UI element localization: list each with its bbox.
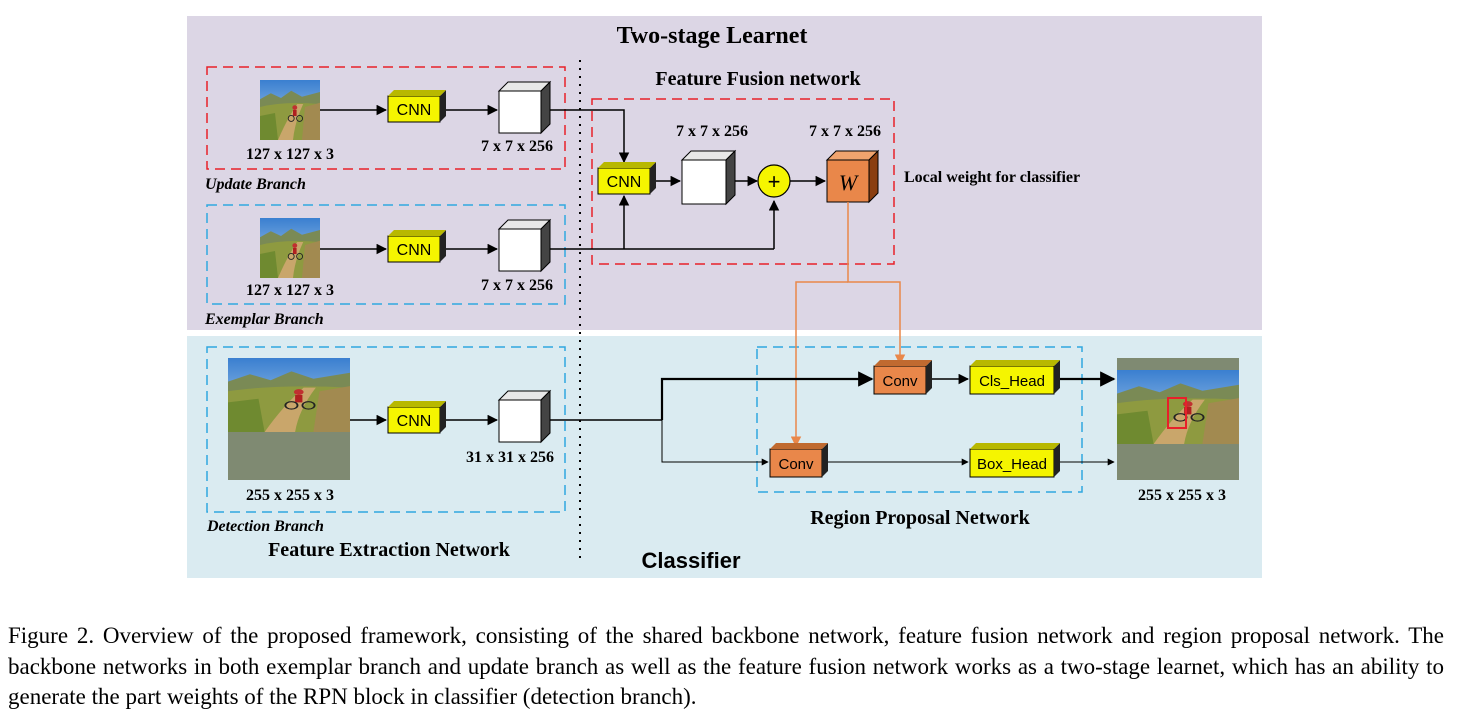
- output-size: 255 x 255 x 3: [1138, 487, 1226, 504]
- exemplar-input-photo: [259, 217, 321, 279]
- fusion-feature-size-a: 7 x 7 x 256: [676, 123, 748, 140]
- svg-text:Box_Head: Box_Head: [977, 456, 1047, 473]
- exemplar-branch-label: Exemplar Branch: [204, 311, 324, 328]
- svg-text:Conv: Conv: [882, 373, 918, 390]
- detection-cnn-block: CNN: [387, 401, 446, 434]
- update-input-size: 127 x 127 x 3: [246, 146, 334, 163]
- update-branch-box: [206, 66, 566, 170]
- update-feature-size: 7 x 7 x 256: [481, 138, 553, 155]
- exemplar-branch-box: [206, 204, 566, 305]
- svg-text:CNN: CNN: [397, 102, 432, 119]
- exemplar-feature-cube: [497, 218, 552, 273]
- rpn-box: [756, 346, 1083, 493]
- detection-branch-label: Detection Branch: [206, 518, 324, 535]
- rpn-split-top: [660, 371, 874, 420]
- cls-head-block: Cls_Head: [969, 360, 1060, 395]
- fusion-title: Feature Fusion network: [655, 68, 861, 90]
- exemplar-feature-size: 7 x 7 x 256: [481, 277, 553, 294]
- fusion-cnn-block: CNN: [597, 162, 656, 195]
- svg-text:+: +: [768, 169, 781, 194]
- detection-input-photo: [227, 357, 351, 480]
- learnet-title: Two-stage Learnet: [617, 23, 808, 49]
- update-feature-cube: [497, 80, 552, 135]
- rpn-title: Region Proposal Network: [810, 507, 1030, 529]
- update-branch-label: Update Branch: [205, 176, 306, 193]
- output-photo: [1116, 358, 1240, 480]
- rpn-conv-top: Conv: [873, 360, 932, 395]
- fusion-box: [591, 98, 895, 265]
- weight-to-conv-bottom: [790, 281, 848, 448]
- rpn-conv-bottom: Conv: [769, 443, 828, 478]
- add-operator: +: [757, 164, 791, 198]
- svg-text:CNN: CNN: [397, 413, 432, 430]
- detection-bbox: [1167, 397, 1187, 429]
- weight-block: W: [825, 149, 880, 204]
- weight-to-conv-top: [847, 202, 906, 366]
- exemplar-input-size: 127 x 127 x 3: [246, 282, 334, 299]
- svg-text:CNN: CNN: [607, 174, 642, 191]
- detection-input-size: 255 x 255 x 3: [246, 487, 334, 504]
- classifier-panel: [187, 336, 1262, 578]
- classifier-title: Classifier: [641, 548, 740, 573]
- svg-text:Conv: Conv: [778, 456, 814, 473]
- framework-diagram: Two-stage Learnet Classifier Feature Fus…: [187, 16, 1262, 578]
- detection-feature-size: 31 x 31 x 256: [466, 449, 554, 466]
- update-cnn-block: CNN: [387, 90, 446, 123]
- svg-text:W: W: [839, 170, 859, 195]
- rpn-split-bottom: [661, 420, 769, 466]
- figure-caption: Figure 2. Overview of the proposed frame…: [8, 623, 1444, 709]
- detection-branch-box: [206, 346, 566, 513]
- svg-text:Cls_Head: Cls_Head: [979, 373, 1045, 390]
- update-to-fusion-arrow: [550, 109, 630, 164]
- fusion-feature-cube: [680, 149, 737, 206]
- exemplar-cnn-block: CNN: [387, 230, 446, 263]
- fusion-feature-size-b: 7 x 7 x 256: [809, 123, 881, 140]
- update-input-photo: [259, 79, 321, 141]
- local-weight-label: Local weight for classifier: [904, 169, 1080, 186]
- svg-text:CNN: CNN: [397, 242, 432, 259]
- box-head-block: Box_Head: [969, 443, 1060, 478]
- extraction-title: Feature Extraction Network: [268, 539, 511, 561]
- detection-feature-cube: [497, 389, 552, 444]
